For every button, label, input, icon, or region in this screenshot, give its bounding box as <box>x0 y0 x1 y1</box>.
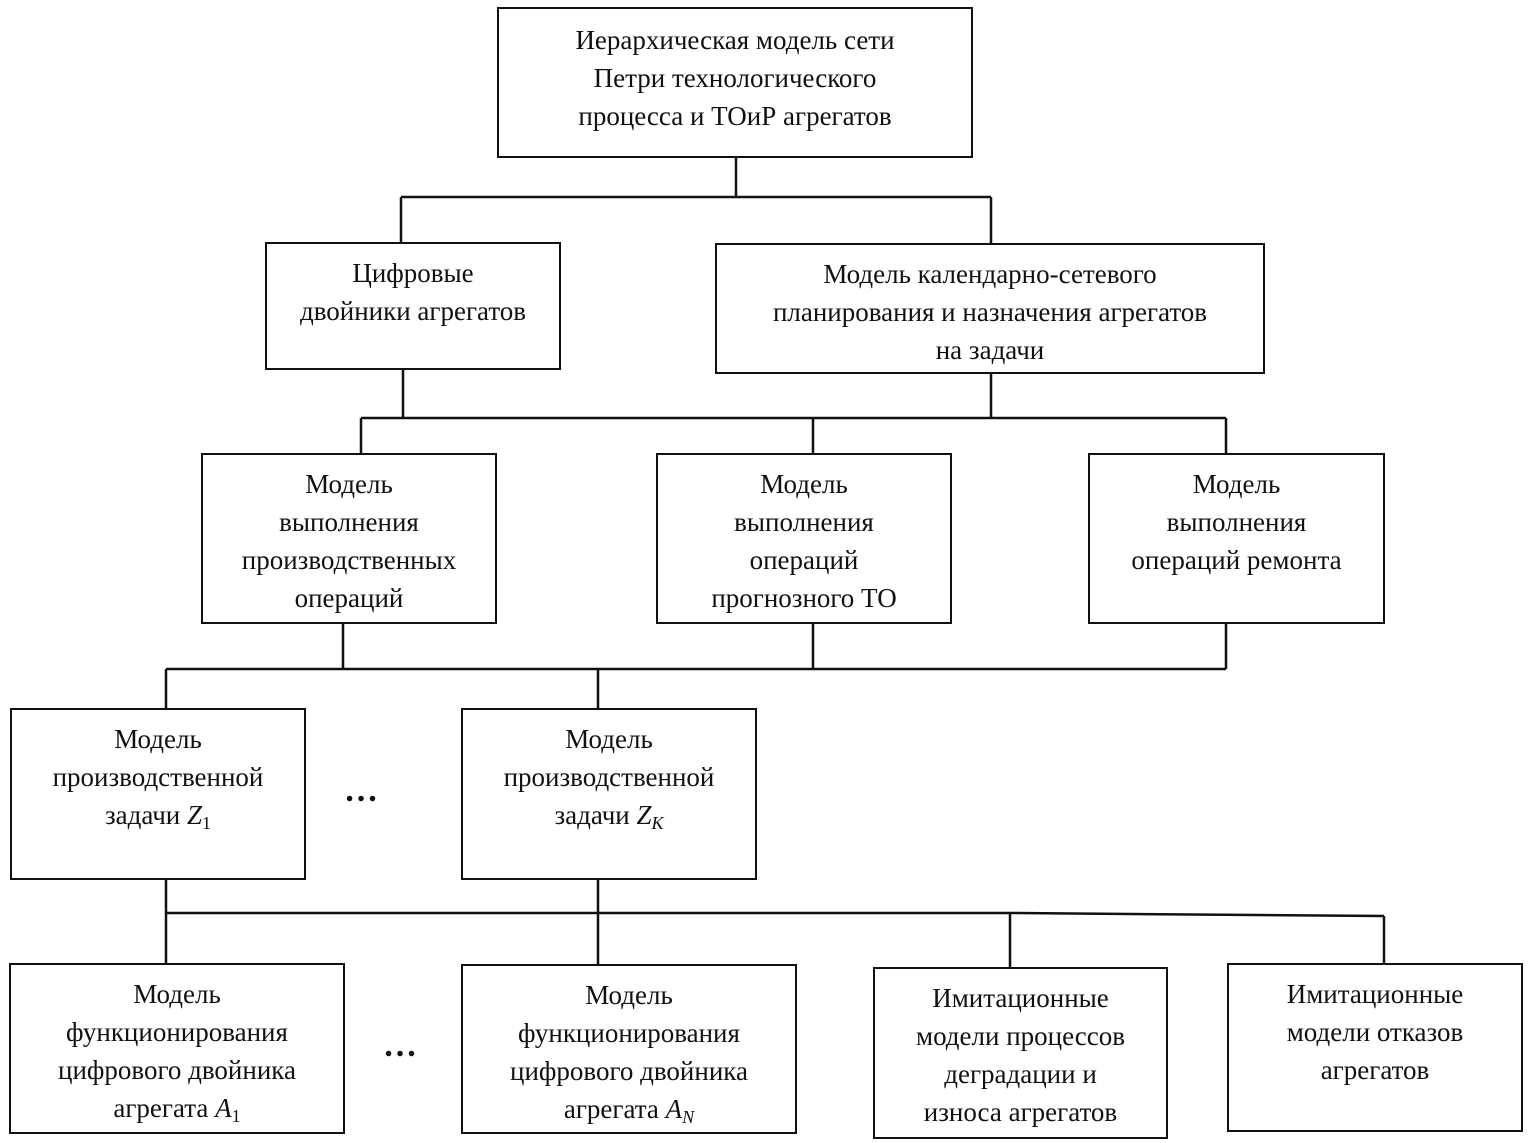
ellipsis-tasks: … <box>344 772 384 809</box>
box-line: Модель <box>585 980 673 1010</box>
box-line: Имитационные <box>1286 979 1464 1009</box>
production-ops-box: Модель выполнения производственных опера… <box>201 453 497 624</box>
box-line: Цифровые <box>352 258 474 288</box>
box-line: износа агрегатов <box>923 1097 1118 1127</box>
twin-n-box: Модель функционирования цифрового двойни… <box>461 964 797 1134</box>
failures-box: Имитационные модели отказов агрегатов <box>1227 963 1523 1132</box>
variable: Z <box>636 800 652 830</box>
box-line: модели процессов <box>916 1021 1125 1051</box>
box-line: планирования и назначения агрегатов <box>772 297 1208 327</box>
box-line: операций ремонта <box>1131 545 1342 575</box>
ellipsis-twins: … <box>383 1027 423 1064</box>
connector-root <box>399 157 993 243</box>
box-line: агрегата AN <box>463 1090 795 1128</box>
box-line: на задачи <box>935 335 1045 365</box>
box-line: Модель <box>565 724 653 754</box>
box-line: операций <box>749 545 859 575</box>
root-line: Петри технологического <box>593 63 877 93</box>
box-line: производственной <box>503 762 715 792</box>
root-box: Иерархическая модель сети Петри технолог… <box>497 7 973 158</box>
box-line: операций <box>294 583 404 613</box>
box-line: производственной <box>52 762 264 792</box>
connector-level3 <box>164 623 1228 708</box>
box-line: задачи ZK <box>463 796 755 834</box>
degradation-box: Имитационные модели процессов деградации… <box>873 967 1168 1139</box>
box-line-text: агрегата <box>563 1094 666 1124</box>
connector-level2 <box>359 369 1228 453</box>
scheduling-box: Модель календарно-сетевого планирования … <box>715 243 1265 374</box>
box-line: агрегата A1 <box>11 1089 343 1127</box>
predictive-maintenance-box: Модель выполнения операций прогнозного Т… <box>656 453 952 624</box>
box-line: выполнения <box>1166 507 1307 537</box>
box-line: Модель <box>305 469 393 499</box>
box-line: производственных <box>241 545 457 575</box>
box-line: выполнения <box>279 507 419 537</box>
box-line: цифрового двойника <box>58 1055 296 1085</box>
subscript: 1 <box>202 813 212 833</box>
box-line: задачи Z1 <box>12 796 304 834</box>
box-line: Модель <box>760 469 848 499</box>
subscript: 1 <box>231 1106 241 1126</box>
variable: A <box>215 1093 232 1123</box>
box-line: прогнозного ТО <box>711 583 897 613</box>
subscript: N <box>682 1107 695 1127</box>
subscript: K <box>651 813 664 833</box>
connector-level4 <box>164 879 1386 967</box>
box-line-text: задачи <box>554 800 637 830</box>
digital-twins-box: Цифровые двойники агрегатов <box>265 242 561 370</box>
box-line: Модель <box>114 724 202 754</box>
box-line: Имитационные <box>932 983 1109 1013</box>
box-line: функционирования <box>66 1017 288 1047</box>
twin-1-box: Модель функционирования цифрового двойни… <box>9 963 345 1134</box>
box-line: Модель <box>1192 469 1281 499</box>
root-line: процесса и ТОиР агрегатов <box>578 101 892 131</box>
box-line-text: агрегата <box>113 1093 216 1123</box>
box-line: агрегатов <box>1320 1055 1430 1085</box>
box-line: двойники агрегатов <box>299 296 527 326</box>
box-line: цифрового двойника <box>510 1056 748 1086</box>
box-line: Модель <box>133 979 221 1009</box>
box-line-text: задачи <box>104 800 188 830</box>
box-line: выполнения <box>734 507 874 537</box>
variable: A <box>665 1094 683 1124</box>
box-line: модели отказов <box>1286 1017 1464 1047</box>
root-line: Иерархическая модель сети <box>575 25 895 55</box>
task-k-box: Модель производственной задачи ZK <box>461 708 757 880</box>
box-line: функционирования <box>518 1018 740 1048</box>
box-line: деградации и <box>944 1059 1097 1089</box>
variable: Z <box>187 800 203 830</box>
box-line: Модель календарно-сетевого <box>823 259 1157 289</box>
task-1-box: Модель производственной задачи Z1 <box>10 708 306 880</box>
repair-ops-box: Модель выполнения операций ремонта <box>1088 453 1385 624</box>
